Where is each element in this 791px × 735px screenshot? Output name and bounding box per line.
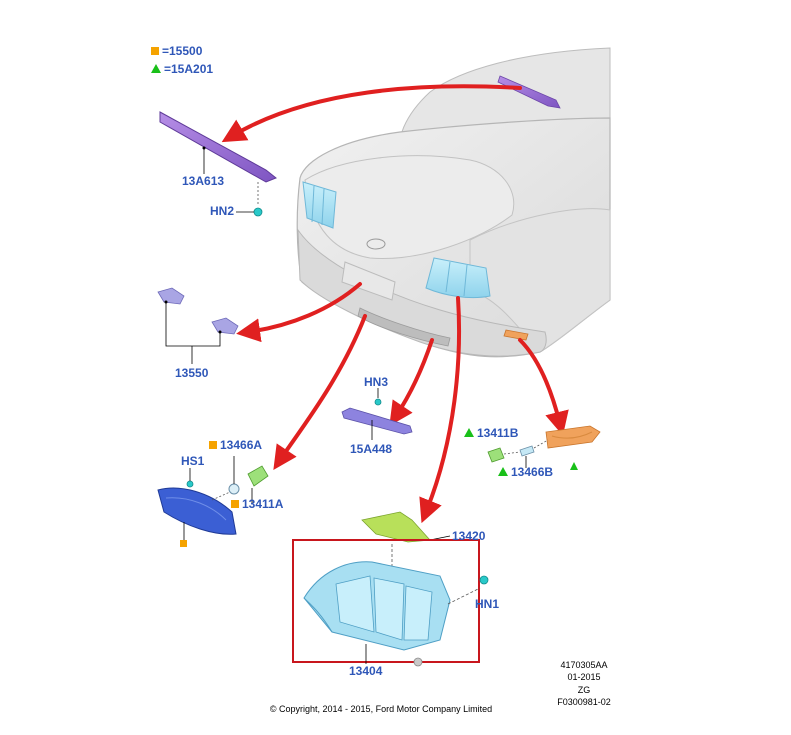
orange-square-icon [231, 500, 239, 508]
highlighted-part-frame [292, 539, 480, 663]
legend-triangle-text: =15A201 [164, 62, 214, 76]
orange-square-icon [209, 441, 217, 449]
callout-13411A-entry: 13411A [231, 497, 283, 511]
figure-id: F0300981-02 [557, 697, 611, 707]
part-side-marker-assembly [487, 425, 601, 470]
legend-square-entry: =15500 [151, 44, 202, 58]
part-13404-right-tail-lamp [303, 561, 489, 667]
callout-HN1: HN1 [475, 597, 500, 611]
callout-13411A: 13411A [242, 497, 284, 511]
part-left-tail-lamp-assembly [157, 456, 269, 547]
callout-13466B-entry: 13466B [498, 465, 553, 479]
callout-13466A-entry: 13466A [209, 438, 262, 452]
arrow-to-spoiler-lamp [221, 84, 522, 143]
document-date: 01-2015 [567, 672, 601, 682]
orange-square-icon [151, 47, 159, 55]
callout-HS1: HS1 [181, 454, 205, 468]
document-revision: ZG [577, 685, 591, 695]
callout-13A613: 13A613 [182, 174, 225, 188]
callout-13420: 13420 [452, 529, 486, 543]
callout-13404: 13404 [349, 664, 383, 678]
part-13A613-high-mount-lamp [159, 111, 277, 217]
callout-HN2: HN2 [210, 204, 235, 218]
arrow-to-right-tail-lamp [419, 296, 461, 524]
callout-13466B: 13466B [511, 465, 554, 479]
callout-arrows [221, 84, 569, 524]
vehicle-rear-illustration [296, 47, 611, 358]
callout-13411B-entry: 13411B [464, 426, 518, 440]
green-triangle-icon [464, 428, 474, 437]
green-triangle-icon [498, 467, 508, 476]
part-13550-license-lamps [157, 287, 239, 364]
callout-HN3: HN3 [364, 375, 389, 389]
callout-13411B: 13411B [477, 426, 519, 440]
arrow-to-left-tail-lamp [273, 314, 367, 470]
callout-15A448: 15A448 [350, 442, 393, 456]
callout-13466A: 13466A [220, 438, 263, 452]
legend-triangle-entry: =15A201 [151, 62, 213, 76]
copyright-notice: © Copyright, 2014 - 2015, Ford Motor Com… [269, 704, 493, 714]
arrow-to-license-lamps [236, 282, 362, 343]
document-number: 4170305AA [560, 660, 608, 670]
part-15A448-reflector [341, 388, 413, 440]
arrow-to-side-marker [518, 338, 569, 436]
arrow-to-reflector-15A448 [389, 338, 434, 426]
green-triangle-icon [151, 64, 161, 73]
legend-square-text: =15500 [162, 44, 203, 58]
callout-13550: 13550 [175, 366, 209, 380]
